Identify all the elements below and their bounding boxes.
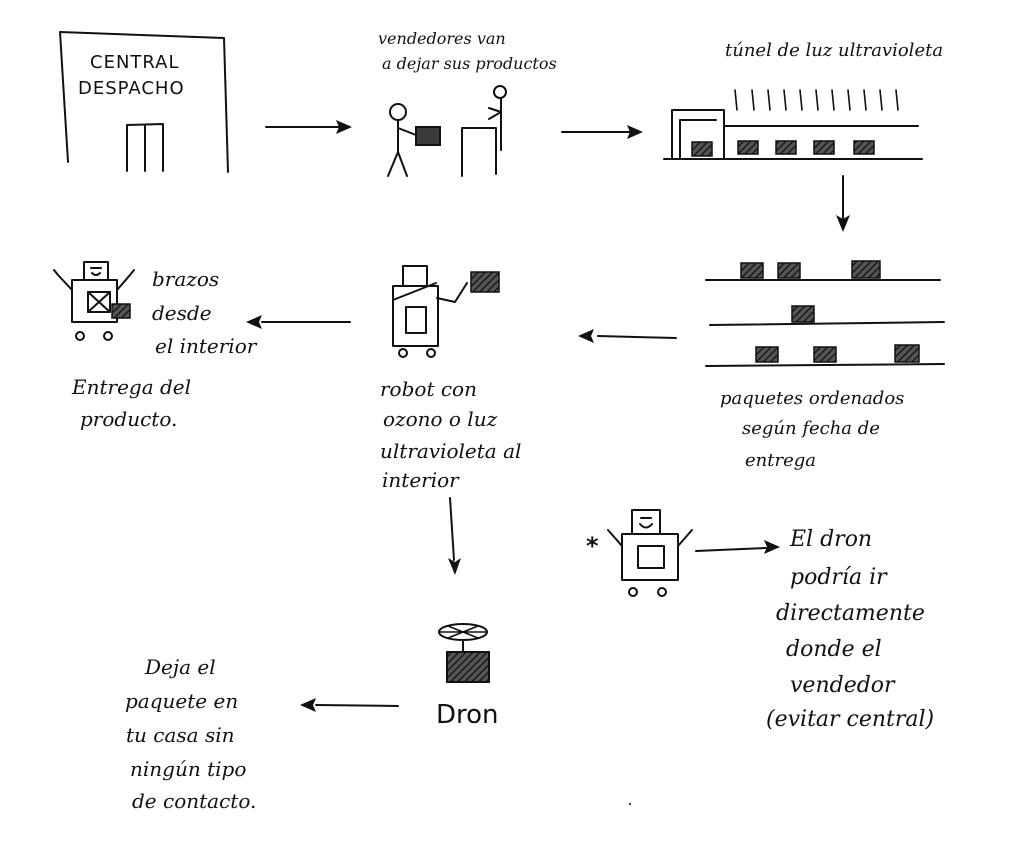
alt-robot-icon	[607, 509, 693, 597]
arrow-paquetes-to-robot	[578, 329, 677, 343]
brazos-label-1: brazos	[152, 267, 220, 291]
nota-label-5: vendedor	[790, 673, 895, 698]
arrow-robot-to-dron	[448, 497, 461, 575]
robot-label-4: interior	[382, 468, 459, 492]
arrow-alt-to-nota	[695, 540, 780, 554]
robot-label-2: ozono o luz	[383, 407, 498, 431]
paquetes-label-2: según fecha de	[742, 418, 880, 439]
nota-label-6: (evitar central)	[766, 707, 935, 732]
stray-dot	[628, 802, 632, 806]
arrow-dron-to-casa	[300, 698, 399, 712]
arrow-central-to-vendedores	[265, 120, 352, 134]
ozone-robot-icon	[392, 265, 500, 358]
nota-label-4: donde el	[786, 637, 882, 662]
uv-tunnel-icon	[663, 89, 923, 160]
central-label-2: DESPACHO	[78, 78, 185, 99]
paquetes-label-3: entrega	[745, 450, 816, 471]
central-building-icon	[59, 31, 229, 173]
dron-label: Dron	[436, 700, 499, 730]
central-label-1: CENTRAL	[90, 52, 180, 73]
tunel-label: túnel de luz ultravioleta	[725, 40, 944, 61]
arms-robot-icon	[53, 261, 135, 341]
vendedores-icon	[387, 85, 507, 177]
paquetes-label-1: paquetes ordenados	[720, 388, 905, 409]
nota-label-2: podría ir	[790, 565, 887, 590]
nota-label-3: directamente	[776, 601, 925, 626]
robot-label-1: robot con	[380, 377, 477, 401]
brazos-label-3: el interior	[155, 334, 257, 358]
entrega-label-2: producto.	[80, 407, 178, 431]
arrow-robot-to-entrega	[246, 315, 351, 329]
deja-label-4: ningún tipo	[130, 757, 247, 781]
asterisk-mark: *	[586, 532, 599, 560]
deja-label-3: tu casa sin	[126, 723, 235, 747]
robot-label-3: ultravioleta al	[380, 439, 522, 463]
entrega-label-1: Entrega del	[72, 375, 192, 399]
brazos-label-2: desde	[152, 301, 212, 325]
deja-label-2: paquete en	[125, 689, 239, 713]
deja-label-1: Deja el	[145, 655, 216, 679]
deja-label-5: de contacto.	[132, 789, 257, 813]
vendedores-label-2: a dejar sus productos	[382, 54, 557, 73]
arrow-vendedores-to-tunel	[561, 125, 643, 139]
arrow-tunel-to-paquetes	[836, 175, 850, 232]
drone-icon	[438, 623, 490, 683]
nota-label-1: El dron	[790, 527, 873, 552]
vendedores-label-1: vendedores van	[378, 29, 506, 48]
sorted-packages-icon	[705, 260, 945, 367]
